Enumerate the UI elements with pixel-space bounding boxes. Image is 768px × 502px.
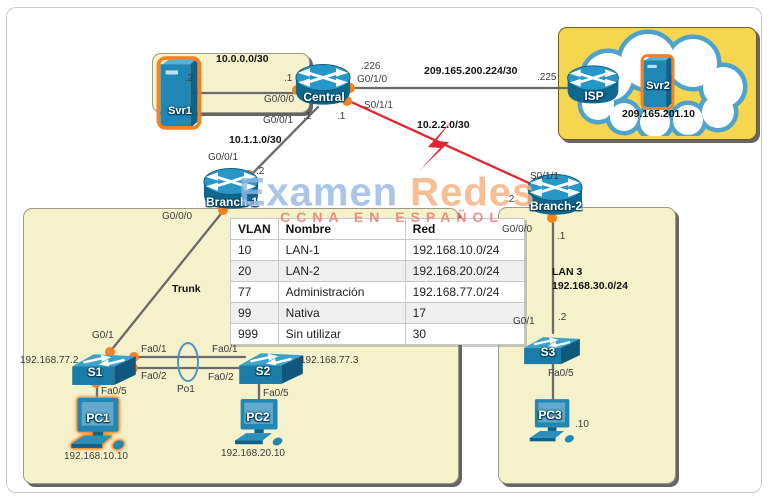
if-label-branch1-g001: G0/0/1 <box>208 152 239 163</box>
zone-branch2-lan3 <box>498 207 676 484</box>
watermark-subtitle: CCNA EN ESPAÑOL <box>280 209 504 225</box>
watermark-word2: Redes <box>410 170 536 215</box>
ip-label-pc2: 192.168.20.10 <box>221 448 285 459</box>
link-branch1-s1-trunk <box>107 208 226 355</box>
switch-s1-icon <box>70 345 138 386</box>
if-label-central-g000: G0/0/0 <box>264 94 295 105</box>
link-central-branch1 <box>247 105 320 179</box>
lan3-net-label: 192.168.30.0/24 <box>552 280 628 292</box>
if-label-central-g010: G0/1/0 <box>357 74 388 85</box>
ip-label-branch1-g001: .2 <box>256 166 265 177</box>
if-label-central-s011: S0/1/1 <box>364 100 393 111</box>
if-label-branch2-s011: S0/1/1 <box>530 171 559 182</box>
vlan-table-header-vlan: VLAN <box>230 218 279 240</box>
watermark-word1: Examen <box>238 170 399 215</box>
ip-label-central-s011: .1 <box>337 111 346 122</box>
net-label-central-branch1: 10.1.1.0/30 <box>229 134 282 146</box>
ip-label-central-g001: .1 <box>303 111 312 122</box>
vlan-table-cell: 192.168.10.0/24 <box>404 239 525 261</box>
vlan-table-cell: 999 <box>230 323 279 345</box>
vlan-table-cell: Sin utilizar <box>277 323 406 345</box>
ip-label-isp: .225 <box>537 72 557 83</box>
device-label-branch1: Branch-1 <box>205 195 259 209</box>
if-label-s3-fa05: Fa0/5 <box>548 368 574 379</box>
vlan-table-cell: Administración <box>277 281 406 303</box>
vlan-table-cell: LAN-2 <box>277 260 406 282</box>
vlan-table-cell: 99 <box>230 302 279 324</box>
net-label-svr1-central: 10.0.0.0/30 <box>216 53 269 65</box>
ip-label-s2-mgmt: 192.168.77.3 <box>300 355 359 366</box>
po1-label: Po1 <box>177 384 195 395</box>
ip-label-central-g000: .1 <box>284 73 293 84</box>
device-label-svr2: Svr2 <box>646 80 670 92</box>
po1-etherchannel-ellipse <box>177 342 199 382</box>
lan3-name-label: LAN 3 <box>552 266 583 278</box>
ip-label-s1-mgmt: 192.168.77.2 <box>20 355 79 366</box>
ip-label-svr2: 209.165.201.10 <box>622 108 695 120</box>
device-label-s3: S3 <box>540 345 556 359</box>
net-label-central-isp: 209.165.200.224/30 <box>424 65 518 77</box>
device-label-pc2: PC2 <box>246 410 270 424</box>
vlan-table-cell: 30 <box>404 323 525 345</box>
vlan-table-cell: 17 <box>404 302 525 324</box>
device-label-s2: S2 <box>255 364 271 378</box>
if-label-branch2-g000: G0/0/0 <box>502 224 533 235</box>
if-label-s3-g01: G0/1 <box>513 316 535 327</box>
vlan-table-cell: 77 <box>230 281 279 303</box>
vlan-table-cell: 20 <box>230 260 279 282</box>
vlan-table-header-row: VLAN Nombre Red <box>230 218 525 240</box>
ip-label-s3-g01: .2 <box>558 312 567 323</box>
vlan-table-cell: 10 <box>230 239 279 261</box>
if-label-s2-fa02: Fa0/2 <box>208 372 234 383</box>
if-label-s1-g01: G0/1 <box>92 330 114 341</box>
if-label-s1-fa02: Fa0/2 <box>141 371 167 382</box>
if-label-branch1-g000: G0/0/0 <box>162 211 193 222</box>
device-label-pc3: PC3 <box>538 408 562 422</box>
device-label-svr1: Svr1 <box>168 105 192 117</box>
if-label-s1-fa05: Fa0/5 <box>101 386 127 397</box>
switch-s2-icon <box>238 344 304 385</box>
vlan-table-cell: 192.168.20.0/24 <box>404 260 525 282</box>
lightning-bolt-icon <box>420 120 452 170</box>
device-label-central: Central <box>303 90 345 104</box>
if-label-s1-fa01: Fa0/1 <box>141 344 167 355</box>
server-svr1-icon <box>156 56 202 130</box>
if-label-s2-fa05: Fa0/5 <box>263 388 289 399</box>
device-label-pc1: PC1 <box>86 411 110 425</box>
ip-label-pc1: 192.168.10.10 <box>64 451 128 462</box>
ip-label-svr1: .2 <box>185 73 194 84</box>
device-label-s1: S1 <box>87 365 103 379</box>
ip-label-branch2-g000: .1 <box>557 231 566 242</box>
trunk-label: Trunk <box>172 283 201 295</box>
net-label-central-branch2: 10.2.2.0/30 <box>417 119 470 131</box>
vlan-table-cell: Nativa <box>277 302 406 324</box>
page-border <box>6 7 762 493</box>
ip-label-branch2-s011: .2 <box>506 194 515 205</box>
vlan-table-cell: 192.168.77.0/24 <box>404 281 525 303</box>
ip-label-pc3: .10 <box>575 419 589 430</box>
vlan-table-cell: LAN-1 <box>277 239 406 261</box>
ip-label-central-g010: .226 <box>361 61 381 72</box>
device-label-isp: ISP <box>584 89 604 103</box>
if-label-s2-fa01: Fa0/1 <box>212 344 238 355</box>
vlan-table-header-nombre: Nombre <box>277 218 406 240</box>
if-label-central-g001: G0/0/1 <box>263 115 294 126</box>
device-label-branch2: Branch-2 <box>529 199 583 213</box>
